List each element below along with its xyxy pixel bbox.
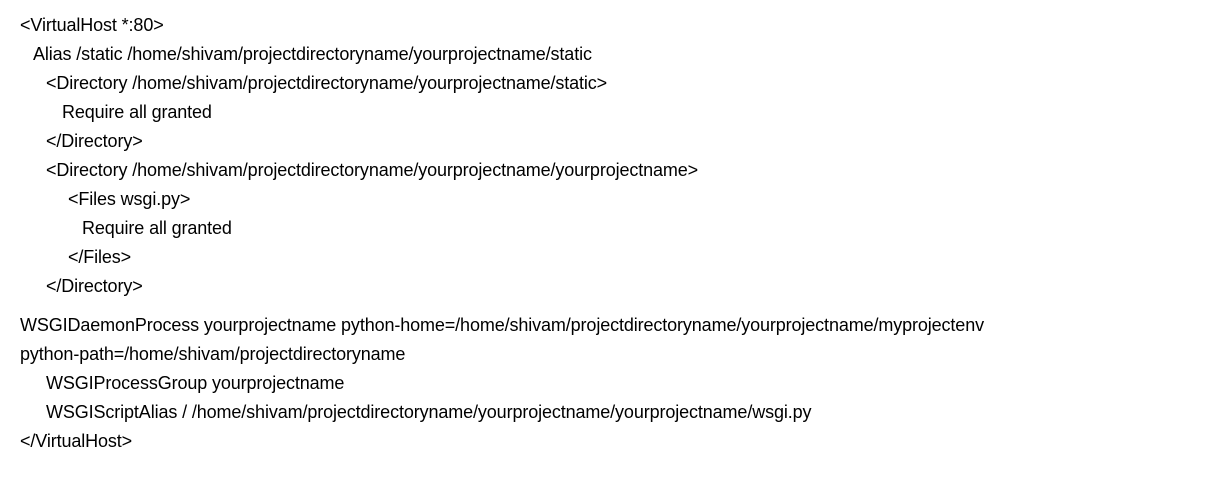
config-line: </VirtualHost> — [20, 431, 133, 451]
config-line: </Directory> — [46, 131, 143, 151]
config-line: Require all granted — [82, 218, 232, 238]
config-line: WSGIScriptAlias / /home/shivam/projectdi… — [46, 402, 812, 422]
config-line: <Directory /home/shivam/projectdirectory… — [46, 73, 608, 93]
config-line: WSGIProcessGroup yourprojectname — [46, 373, 345, 393]
config-line: WSGIDaemonProcess yourprojectname python… — [20, 315, 984, 335]
config-line: python-path=/home/shivam/projectdirector… — [20, 344, 406, 364]
config-line: <Files wsgi.py> — [68, 189, 191, 209]
config-line: <Directory /home/shivam/projectdirectory… — [46, 160, 699, 180]
config-line: Alias /static /home/shivam/projectdirect… — [33, 44, 592, 64]
config-line: <VirtualHost *:80> — [20, 15, 164, 35]
config-line: </Directory> — [46, 276, 143, 296]
config-line: </Files> — [68, 247, 132, 267]
config-line: Require all granted — [62, 102, 212, 122]
